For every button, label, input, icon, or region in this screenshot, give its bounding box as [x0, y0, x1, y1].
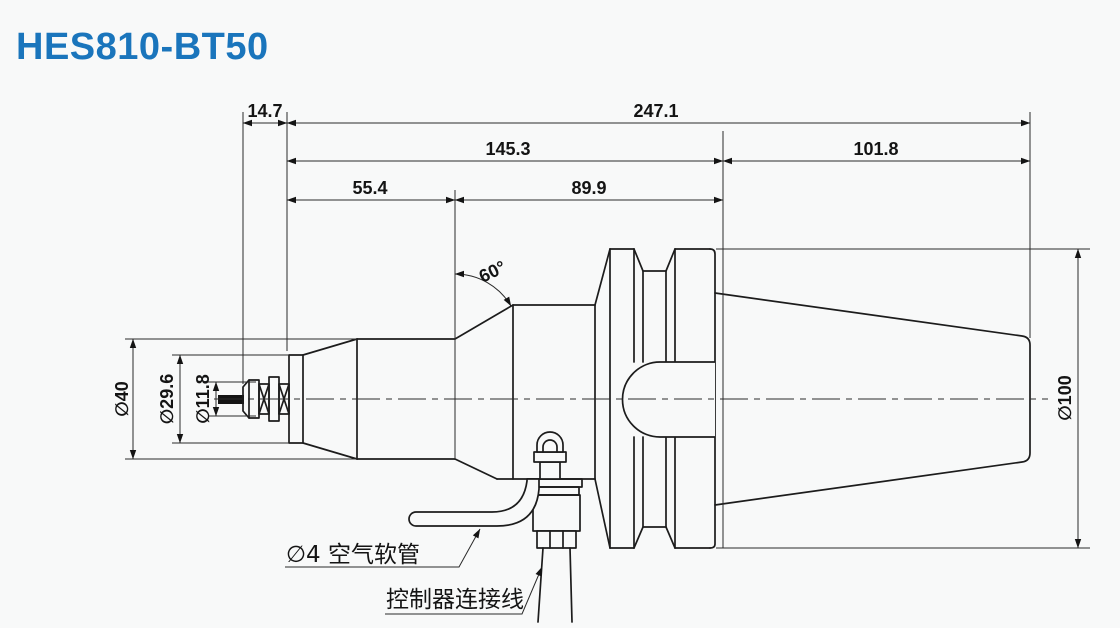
eyebolt-stem [539, 461, 561, 480]
dim-nose-dia: ∅29.6 [157, 374, 177, 424]
dim-body-dia: ∅40 [112, 381, 132, 416]
eyebolt-ring [536, 431, 564, 453]
bt50-flange [609, 248, 716, 549]
connector-nut [536, 530, 577, 549]
air-hose-leader [285, 528, 481, 568]
flange-boss [621, 361, 715, 438]
dim-nose-length: 55.4 [352, 178, 387, 198]
controller-cable-label: 控制器连接线 [386, 587, 524, 613]
air-hose-label: ∅4 空气软管 [286, 542, 420, 568]
controller-cable-line [537, 547, 544, 623]
knurled-connector-body [532, 494, 581, 532]
connector-lower [533, 431, 577, 623]
callout-labels: ∅4 空气软管 控制器连接线 [285, 528, 543, 615]
v-groove [633, 248, 676, 272]
dim-overall-length: 247.1 [633, 101, 678, 121]
dim-collet-overhang: 14.7 [247, 101, 282, 121]
dim-body-length: 89.9 [571, 178, 606, 198]
air-hose [408, 478, 540, 527]
dim-flange-dia: ∅100 [1055, 375, 1075, 420]
air-hose-tube [408, 478, 540, 527]
v-groove [633, 526, 676, 549]
dimension-annotations: 14.7 247.1 145.3 101.8 55.4 89.9 60° ∅40… [112, 101, 1090, 549]
dim-taper-angle: 60° [476, 257, 509, 287]
model-title: HES810-BT50 [16, 26, 269, 68]
dim-spindle-length: 145.3 [485, 139, 530, 159]
dim-holder-length: 101.8 [853, 139, 898, 159]
controller-cable-leader [385, 566, 543, 615]
controller-cable-line [569, 547, 573, 623]
dim-collet-dia: ∅11.8 [193, 374, 213, 423]
angle-arc [454, 270, 512, 307]
nose-flange [288, 354, 304, 444]
eyebolt-collar [533, 451, 567, 463]
